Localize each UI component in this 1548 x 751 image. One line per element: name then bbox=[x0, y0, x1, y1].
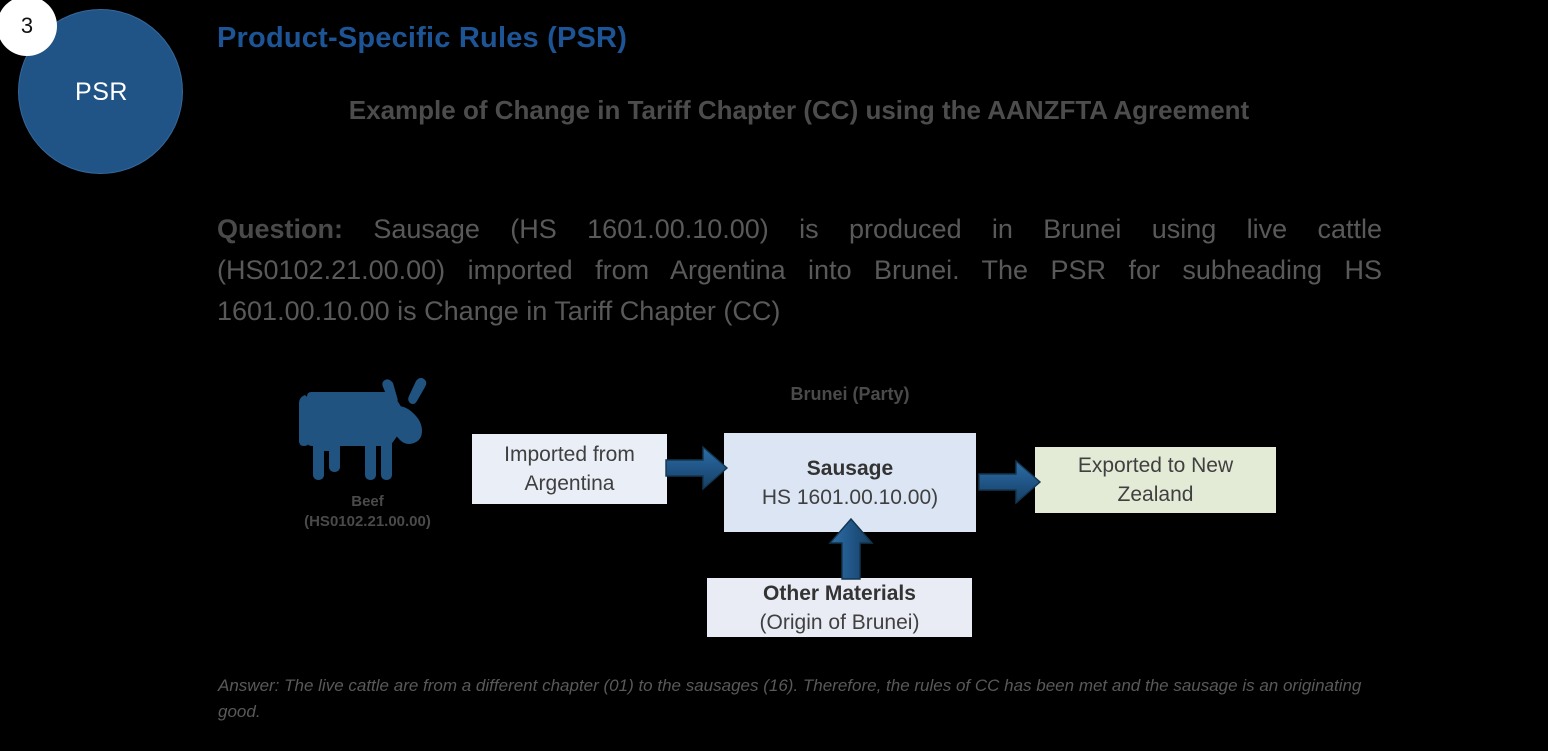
box-other-materials: Other Materials (Origin of Brunei) bbox=[707, 578, 972, 637]
arrow-right-icon bbox=[665, 444, 729, 492]
box-imported-from-argentina: Imported from Argentina bbox=[472, 434, 667, 504]
box-sausage-line1: Sausage bbox=[806, 456, 894, 480]
answer-text: Answer: The live cattle are from a diffe… bbox=[218, 676, 1362, 721]
box-export-line1: Exported to New bbox=[1077, 454, 1234, 477]
box-other-line2: (Origin of Brunei) bbox=[759, 610, 920, 634]
box-import-line1: Imported from bbox=[504, 443, 635, 466]
page-subtitle: Example of Change in Tariff Chapter (CC)… bbox=[348, 95, 1250, 125]
cow-icon bbox=[293, 377, 433, 485]
box-export-line2: Zealand bbox=[1117, 483, 1194, 506]
cow-label-line2: (HS0102.21.00.00) bbox=[304, 513, 431, 530]
page-title: Product-Specific Rules (PSR) bbox=[217, 22, 628, 54]
party-label: Brunei (Party) bbox=[790, 384, 910, 404]
box-exported-to-new-zealand: Exported to New Zealand bbox=[1035, 447, 1276, 513]
box-sausage-line2: HS 1601.00.10.00) bbox=[761, 485, 939, 509]
question-paragraph: Question: Sausage (HS 1601.00.10.00) is … bbox=[217, 209, 1382, 332]
cow-label: Beef (HS0102.21.00.00) bbox=[270, 492, 465, 532]
psr-circle-label: PSR bbox=[75, 78, 128, 106]
box-sausage: Sausage HS 1601.00.10.00) bbox=[724, 433, 976, 532]
box-import-line2: Argentina bbox=[524, 472, 615, 495]
question-lead: Question: bbox=[217, 214, 343, 244]
arrow-up-icon bbox=[828, 517, 874, 581]
arrow-right-icon bbox=[978, 458, 1042, 506]
cow-label-line1: Beef bbox=[351, 493, 384, 510]
slide-number-badge: 3 bbox=[0, 0, 57, 56]
box-other-line1: Other Materials bbox=[763, 581, 916, 605]
question-body: Sausage (HS 1601.00.10.00) is produced i… bbox=[217, 214, 1382, 326]
